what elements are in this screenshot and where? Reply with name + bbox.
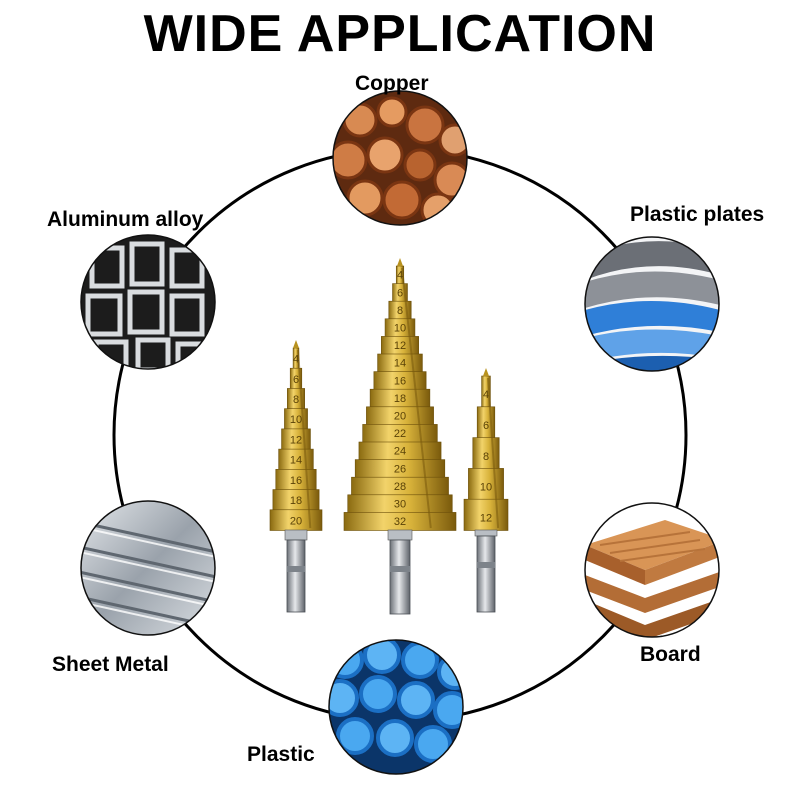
hex-shank bbox=[389, 539, 411, 615]
drill-collar bbox=[474, 529, 498, 537]
hex-shank bbox=[286, 539, 306, 613]
size-marking: 20 bbox=[290, 515, 302, 527]
sheet-metal-thumbnail bbox=[80, 500, 216, 636]
size-marking: 28 bbox=[394, 481, 406, 493]
label-sheet-metal: Sheet Metal bbox=[52, 653, 169, 676]
aluminum-alloy-thumbnail bbox=[80, 234, 216, 370]
drill-collar bbox=[387, 529, 413, 541]
copper-thumbnail bbox=[332, 90, 468, 226]
mini-step-bit: 4 6 8 10 12 bbox=[463, 368, 509, 613]
size-marking: 14 bbox=[290, 455, 302, 467]
board-thumbnail bbox=[584, 502, 720, 638]
size-marking: 10 bbox=[394, 322, 406, 334]
size-marking: 12 bbox=[290, 434, 302, 446]
label-plastic: Plastic bbox=[247, 743, 315, 766]
drill-tip bbox=[293, 340, 299, 348]
drill-tip bbox=[397, 258, 403, 266]
size-marking: 10 bbox=[290, 414, 302, 426]
size-marking: 8 bbox=[293, 394, 299, 406]
hex-shank bbox=[476, 535, 496, 613]
step-drill-bits: 4 6 8 10 12 14 16 18 20 4 6 8 10 12 14 16 18 20 22 24 26 28 30… bbox=[269, 258, 509, 615]
size-marking: 16 bbox=[290, 475, 302, 487]
size-marking: 12 bbox=[480, 512, 492, 524]
label-aluminum-alloy: Aluminum alloy bbox=[47, 208, 204, 231]
label-board: Board bbox=[640, 643, 701, 666]
size-marking: 10 bbox=[480, 482, 492, 494]
size-marking: 24 bbox=[394, 446, 406, 458]
size-marking: 20 bbox=[394, 410, 406, 422]
drill-flute bbox=[297, 349, 312, 529]
drill-step bbox=[463, 498, 509, 531]
size-marking: 6 bbox=[397, 287, 403, 299]
plastic-plates-thumbnail bbox=[584, 236, 720, 372]
size-marking: 6 bbox=[293, 374, 299, 386]
drill-flute bbox=[487, 377, 500, 529]
small-step-bit: 4 6 8 10 12 14 16 18 20 bbox=[269, 340, 323, 613]
drill-tip bbox=[483, 368, 489, 376]
size-marking: 4 bbox=[397, 270, 403, 282]
page-title: WIDE APPLICATION bbox=[143, 5, 657, 63]
size-marking: 22 bbox=[394, 428, 406, 440]
size-marking: 6 bbox=[483, 420, 489, 432]
size-marking: 32 bbox=[394, 516, 406, 528]
size-marking: 12 bbox=[394, 340, 406, 352]
size-marking: 16 bbox=[394, 375, 406, 387]
size-marking: 8 bbox=[397, 305, 403, 317]
drill-collar bbox=[284, 529, 308, 541]
plastic-pipes-thumbnail bbox=[328, 639, 464, 775]
size-marking: 4 bbox=[293, 354, 299, 366]
size-marking: 18 bbox=[394, 393, 406, 405]
shank-groove bbox=[287, 566, 305, 572]
drill-step bbox=[468, 468, 504, 500]
size-marking: 18 bbox=[290, 495, 302, 507]
size-marking: 26 bbox=[394, 463, 406, 475]
label-plastic-plates: Plastic plates bbox=[630, 203, 765, 226]
large-step-bit: 4 6 8 10 12 14 16 18 20 22 24 26 28 30 32 bbox=[343, 258, 457, 615]
size-marking: 30 bbox=[394, 498, 406, 510]
label-copper: Copper bbox=[355, 72, 429, 95]
shank-groove bbox=[390, 566, 410, 572]
shank-groove bbox=[477, 562, 495, 568]
size-marking: 8 bbox=[483, 451, 489, 463]
drill-flute bbox=[401, 267, 432, 529]
size-marking: 14 bbox=[394, 358, 406, 370]
size-marking: 4 bbox=[483, 389, 489, 401]
